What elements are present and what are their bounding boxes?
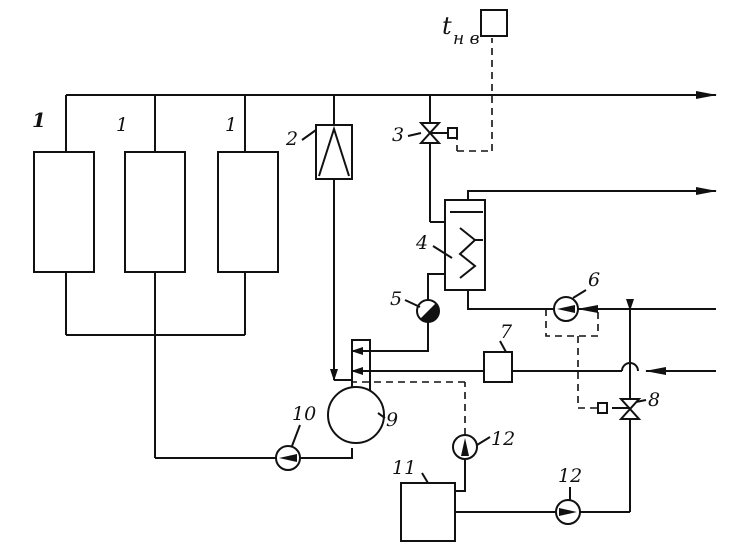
air-vent-2 [315,124,353,180]
unit-7 [483,351,513,383]
label-pump-12-upper: 12 [491,428,515,450]
label-pump-6: 6 [588,269,600,291]
valve-8-actuator [597,402,608,414]
boiler-1b [124,151,186,273]
label-heat-exchanger: 4 [415,232,428,254]
label-expansion-tank: 9 [386,409,398,431]
boiler-1a [33,151,95,273]
leader-5 [404,299,421,308]
label-valve-3: 3 [392,124,404,146]
tank-11 [400,482,456,542]
label-valve-8: 8 [648,389,660,411]
pump-12-upper [452,434,478,460]
hx-outlet [427,273,445,300]
label-pump-10: 10 [292,403,316,425]
label-pump-12-lower: 12 [558,465,582,487]
leader-2 [301,129,317,141]
leader-8 [635,399,647,403]
leader-4 [432,245,453,259]
leader-3 [407,132,422,137]
leader-9 [377,412,386,419]
leader-10 [291,424,301,447]
expansion-tank-9 [327,339,385,444]
label-boiler-1b: 1 [116,114,128,136]
hx-secondary-supply [467,187,717,200]
label-check-valve: 5 [390,288,402,310]
check-valve-to-tank [351,322,429,355]
leader-12-upper [476,436,491,446]
outdoor-temp-sensor [480,9,508,37]
pump-10-to-tank [300,448,353,459]
leader-11 [421,472,429,484]
label-air-vent: 2 [285,128,298,150]
label-boiler-1c: 1 [225,114,237,136]
pump-12-lower [555,499,581,525]
leader-7 [499,340,507,353]
heat-exchanger-4 [444,199,486,291]
pump-6 [553,296,579,322]
pump-6-bypass [545,309,599,337]
tank-11-to-pump-12 [455,459,466,492]
sensor-symbol: t [442,12,452,40]
leader-6 [572,289,587,299]
valve-3-actuator [447,127,458,139]
pump-10 [275,445,301,471]
sensor-subscript: н в [453,29,480,49]
label-tank-11: 11 [392,457,416,479]
check-valve-5 [416,299,440,323]
label-unit-7: 7 [500,321,513,343]
label-boiler-1a: 1 [32,108,46,132]
pump-6-to-hx [467,290,554,310]
boiler-1c [217,151,279,273]
